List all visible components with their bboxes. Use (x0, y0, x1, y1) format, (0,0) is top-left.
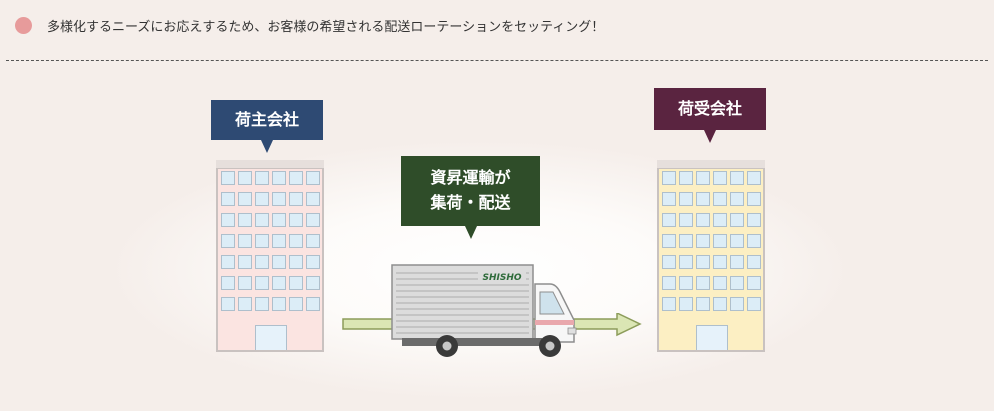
receiver-label: 荷受会社 (654, 88, 766, 143)
carrier-label: 資昇運輸が 集荷・配送 (401, 156, 540, 239)
dashed-divider (6, 60, 988, 61)
delivery-truck-icon: SHISHO (391, 264, 577, 357)
intro-text: 多様化するニーズにお応えするため、お客様の希望される配送ローテーションをセッティ… (47, 20, 605, 35)
intro-header: 多様化するニーズにお応えするため、お客様の希望される配送ローテーションをセッティ… (0, 0, 994, 52)
receiver-building-icon (657, 160, 765, 352)
truck-logo-text: SHISHO (482, 273, 521, 283)
carrier-label-line2: 集荷・配送 (430, 193, 511, 212)
bullet-icon (15, 17, 32, 34)
carrier-label-line1: 資昇運輸が (430, 168, 511, 187)
shipper-label: 荷主会社 (211, 100, 323, 153)
shipper-building-icon (216, 160, 324, 352)
